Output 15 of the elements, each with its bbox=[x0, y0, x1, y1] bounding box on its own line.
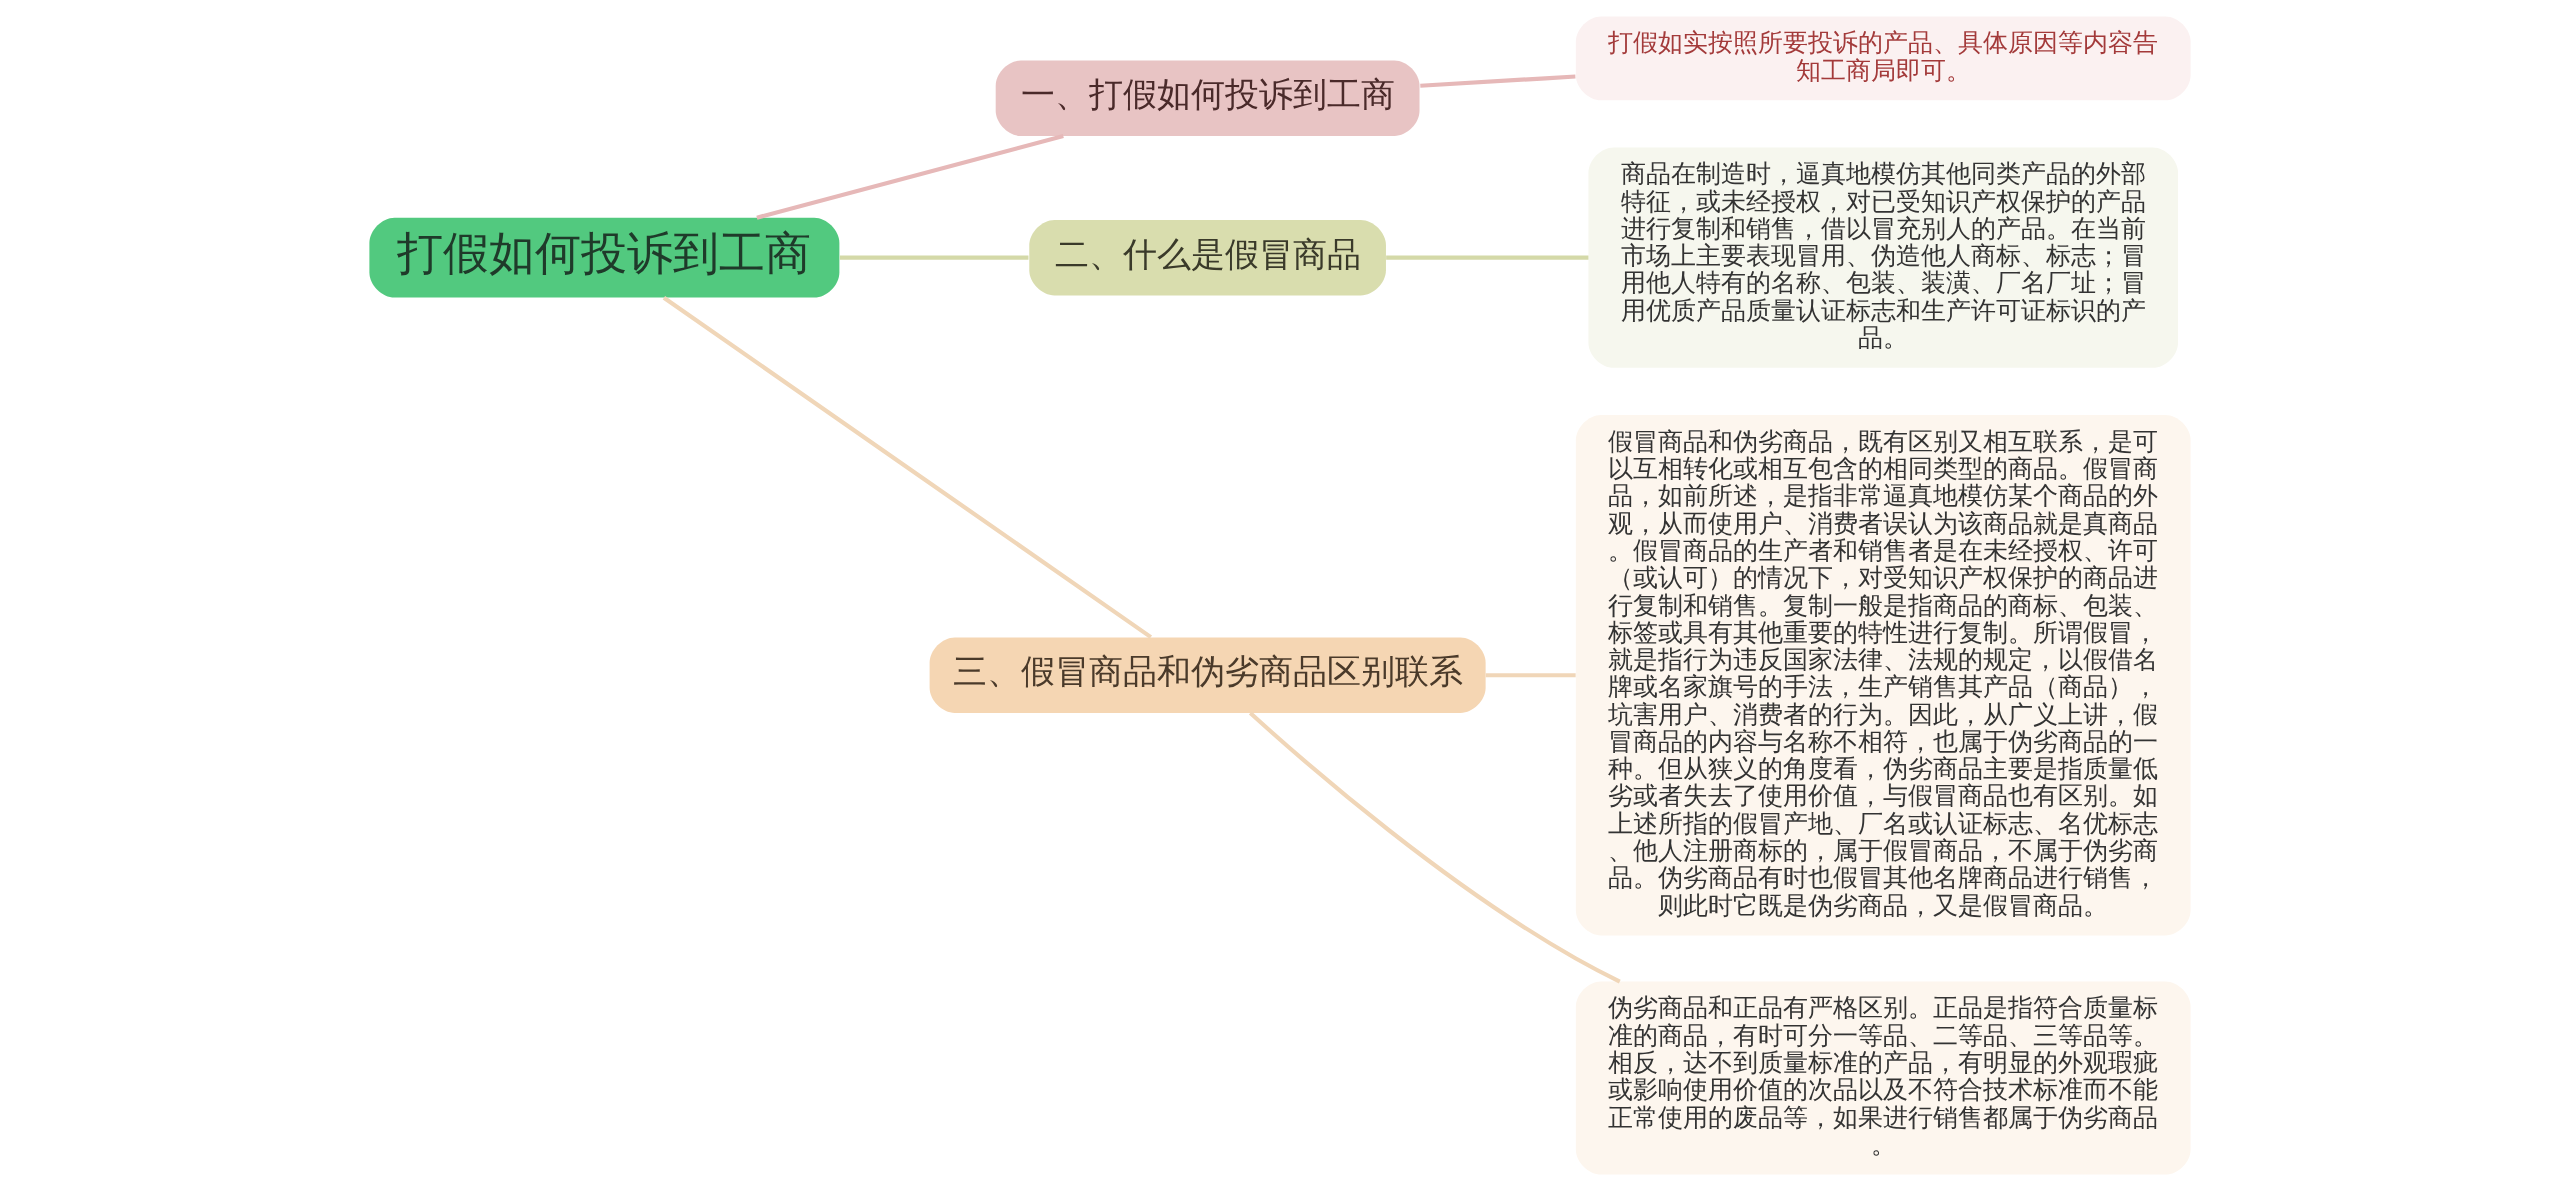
node-box: 一、打假如何投诉到工商 bbox=[995, 60, 1420, 136]
connector bbox=[662, 296, 1153, 639]
connector bbox=[756, 134, 1064, 220]
node-box: 商品在制造时，逼真地模仿其他同类产品的外部特征，或未经授权，对已受知识产权保护的产品进行复制和销售，借以冒充别人的产品。在当前市场上主要表现冒用、伪造他人商标、标志；冒用他人特有的名称、包装、装潢、厂名厂址；冒用优质产品质量认证标志和生产许可证标识的产品。 bbox=[1588, 147, 2178, 368]
node-box: 二、什么是假冒商品 bbox=[1029, 219, 1386, 296]
connector bbox=[1248, 711, 1621, 984]
connector bbox=[1485, 673, 1576, 678]
node-box: 假冒商品和伪劣商品，既有区别又相互联系，是可以互相转化或相互包含的相同类型的商品。假冒商品，如前所述，是指非常逼真地模仿某个商品的外观，从而使用户、消费者误认为该商品就是真商品。假冒商品的生产者和销售者是在未经授权、许可（或认可）的情况下，对受知识产权保护的商品进行复制和销售。复制一般是指商品的商标、包装、标签或具有其他重要的特性进行复制。所谓假冒，就是指行为违反国家法律、法规的规定，以假借名牌或名家旗号的手法，生产销售其产品（商品），坑害用户、消费者的行为。因此，从广义上讲，假冒商品的内容与名称不相符，也属于伪劣商品的一种。但从狭义的角度看，伪劣商品主要是指质量低劣或者失去了使用价值，与假冒商品也有区别。如上述所指的假冒产地、厂名或认证标志、名优标志、他人注册商标的，属于假冒商品，不属于伪劣商品。伪劣商品有时也假冒其他名牌商品进行销售，则此时它既是伪劣商品，又是假冒商品。 bbox=[1575, 415, 2191, 936]
node-box: 打假如何投诉到工商 bbox=[369, 217, 840, 298]
node-box: 三、假冒商品和伪劣商品区别联系 bbox=[929, 637, 1486, 713]
connector bbox=[1420, 74, 1576, 88]
connector bbox=[839, 255, 1029, 260]
node-box: 打假如实按照所要投诉的产品、具体原因等内容告知工商局即可。 bbox=[1575, 16, 2191, 101]
connector bbox=[1386, 255, 1589, 260]
node-box: 伪劣商品和正品有严格区别。正品是指符合质量标准的商品，有时可分一等品、二等品、三等品等。相反，达不到质量标准的产品，有明显的外观瑕疵或影响使用价值的次品以及不符合技术标准而不能正常使用的废品等，如果进行销售都属于伪劣商品。 bbox=[1575, 981, 2191, 1175]
